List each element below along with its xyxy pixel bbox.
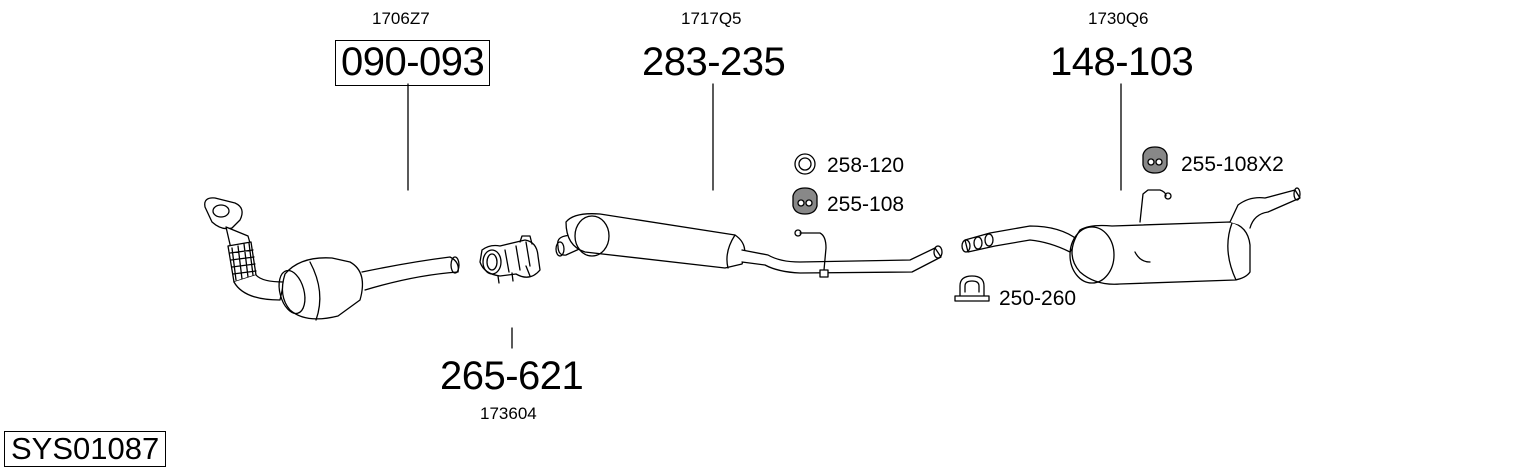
- part-number-label[interactable]: 283-235: [642, 40, 786, 84]
- accessory-number-label[interactable]: 255-108X2: [1181, 153, 1284, 176]
- ring-icon: [794, 153, 816, 175]
- middle-silencer-part[interactable]: [555, 213, 943, 278]
- oem-number-label: 1717Q5: [681, 9, 742, 28]
- system-code-label: SYS01087: [4, 431, 167, 467]
- accessory-number-label[interactable]: 250-260: [999, 287, 1077, 310]
- part-number-label[interactable]: 148-103: [1050, 40, 1194, 84]
- rubber-mount-icon: [1142, 146, 1168, 174]
- accessory-number-label[interactable]: 258-120: [827, 154, 905, 177]
- part-number-label[interactable]: 090-093: [335, 40, 491, 86]
- rubber-mount-icon: [792, 187, 818, 215]
- part-number-label[interactable]: 265-621: [440, 354, 584, 398]
- oem-number-label: 1730Q6: [1088, 9, 1149, 28]
- catalytic-converter-part[interactable]: [204, 197, 460, 321]
- u-clamp-icon: [954, 275, 990, 302]
- accessory-number-label[interactable]: 255-108: [827, 193, 905, 216]
- oem-number-label: 1706Z7: [372, 9, 430, 28]
- clamp-connector-part[interactable]: [479, 235, 541, 284]
- oem-number-label: 173604: [480, 404, 537, 423]
- rear-silencer-part[interactable]: [961, 187, 1301, 285]
